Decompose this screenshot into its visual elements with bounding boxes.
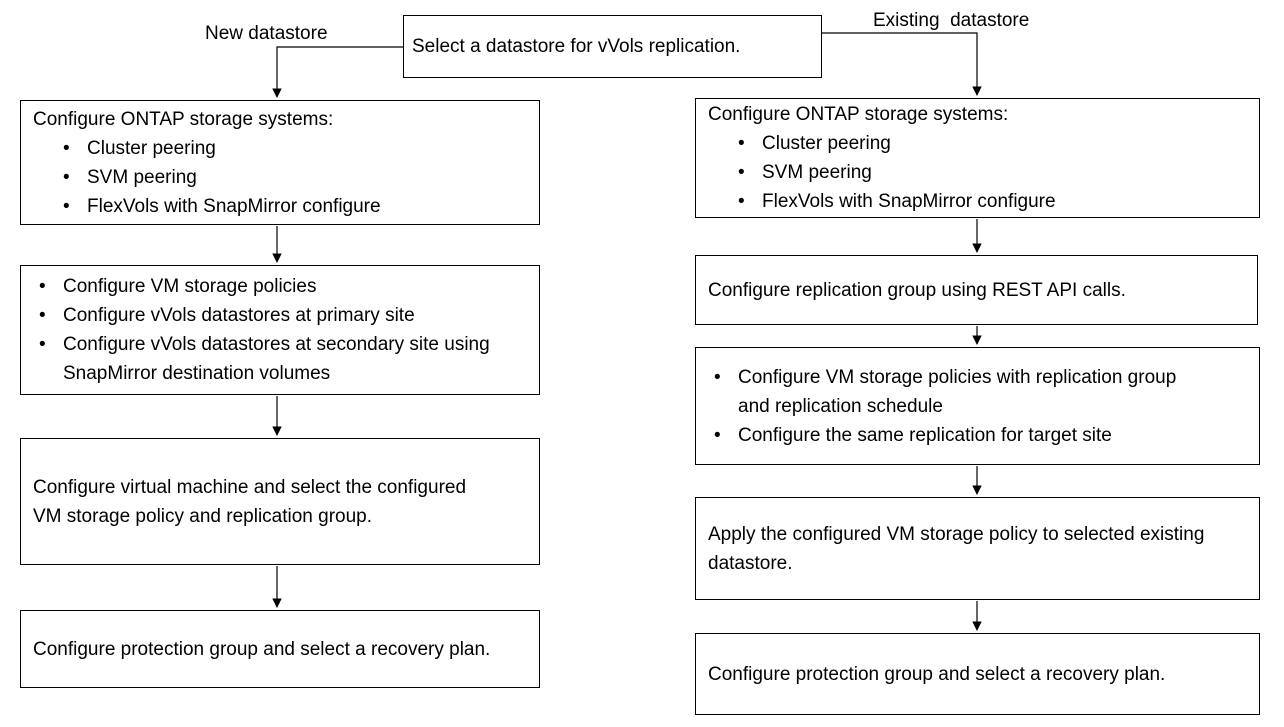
bullet-list: • Cluster peering • SVM peering • FlexVo…	[33, 134, 527, 221]
new-protection-group-box: Configure protection group and select a …	[20, 610, 540, 688]
bullet-list: • Cluster peering • SVM peering • FlexVo…	[708, 129, 1247, 216]
bullet-text: Configure VM storage policies	[63, 276, 317, 297]
existing-replication-group-box: Configure replication group using REST A…	[695, 255, 1258, 325]
bullet-dot: •	[63, 195, 70, 217]
bullet-dot: •	[39, 334, 46, 355]
bullet-text: SVM peering	[87, 166, 197, 188]
box-text: Configure virtual machine and select the…	[33, 476, 467, 527]
bullet-dot: •	[39, 305, 46, 326]
bullet-dot: •	[738, 191, 745, 212]
box-text: Apply the configured VM storage policy t…	[708, 523, 1205, 574]
bullet-text: Cluster peering	[762, 133, 891, 154]
bullet-dot: •	[714, 366, 721, 388]
existing-apply-policy-box: Apply the configured VM storage policy t…	[695, 497, 1260, 600]
box-text: Configure protection group and select a …	[33, 638, 491, 660]
select-datastore-text: Select a datastore for vVols replication…	[412, 36, 741, 57]
bullet-item: • SVM peering	[732, 158, 1247, 187]
bullet-text: Configure VM storage policies with repli…	[738, 366, 1177, 417]
bullet-text: FlexVols with SnapMirror configure	[87, 195, 381, 217]
bullet-dot: •	[39, 276, 46, 297]
select-datastore-box: Select a datastore for vVols replication…	[403, 15, 822, 78]
bullet-list: • Configure VM storage policies with rep…	[708, 363, 1199, 450]
new-vm-storage-policies-box: • Configure VM storage policies • Config…	[20, 265, 540, 395]
bullet-text: Configure vVols datastores at secondary …	[63, 334, 490, 384]
existing-datastore-label: Existing datastore	[873, 10, 1030, 31]
bullet-dot: •	[63, 166, 70, 188]
bullet-item: • Cluster peering	[732, 129, 1247, 158]
bullet-dot: •	[714, 424, 721, 446]
box-text: Configure protection group and select a …	[708, 663, 1166, 685]
bullet-item: • SVM peering	[57, 163, 527, 192]
bullet-item: • Configure VM storage policies with rep…	[708, 363, 1199, 421]
existing-protection-group-box: Configure protection group and select a …	[695, 633, 1260, 715]
bullet-item: • FlexVols with SnapMirror configure	[732, 187, 1247, 216]
branch-line-existing-datastore	[822, 32, 982, 96]
bullet-item: • Configure VM storage policies	[33, 272, 527, 301]
bullet-item: • FlexVols with SnapMirror configure	[57, 192, 527, 221]
bullet-item: • Configure the same replication for tar…	[708, 421, 1199, 450]
new-datastore-label: New datastore	[205, 23, 328, 44]
bullet-item: • Configure vVols datastores at primary …	[33, 301, 527, 330]
box-text: Configure replication group using REST A…	[708, 279, 1126, 301]
bullet-text: Configure vVols datastores at primary si…	[63, 305, 415, 326]
bullet-dot: •	[738, 133, 745, 154]
bullet-text: SVM peering	[762, 162, 872, 183]
bullet-dot: •	[63, 137, 70, 159]
existing-vm-storage-policies-box: • Configure VM storage policies with rep…	[695, 347, 1260, 465]
box-title: Configure ONTAP storage systems:	[708, 104, 1009, 125]
bullet-text: Configure the same replication for targe…	[738, 424, 1112, 446]
bullet-dot: •	[738, 162, 745, 183]
bullet-item: • Cluster peering	[57, 134, 527, 163]
existing-configure-ontap-box: Configure ONTAP storage systems: • Clust…	[695, 98, 1260, 218]
branch-line-new-datastore	[272, 46, 403, 98]
bullet-text: FlexVols with SnapMirror configure	[762, 191, 1056, 212]
box-title: Configure ONTAP storage systems:	[33, 108, 334, 130]
bullet-list: • Configure VM storage policies • Config…	[33, 272, 527, 388]
bullet-text: Cluster peering	[87, 137, 216, 159]
bullet-item: • Configure vVols datastores at secondar…	[33, 330, 527, 388]
new-configure-ontap-box: Configure ONTAP storage systems: • Clust…	[20, 100, 540, 225]
new-configure-virtual-machine-box: Configure virtual machine and select the…	[20, 438, 540, 565]
